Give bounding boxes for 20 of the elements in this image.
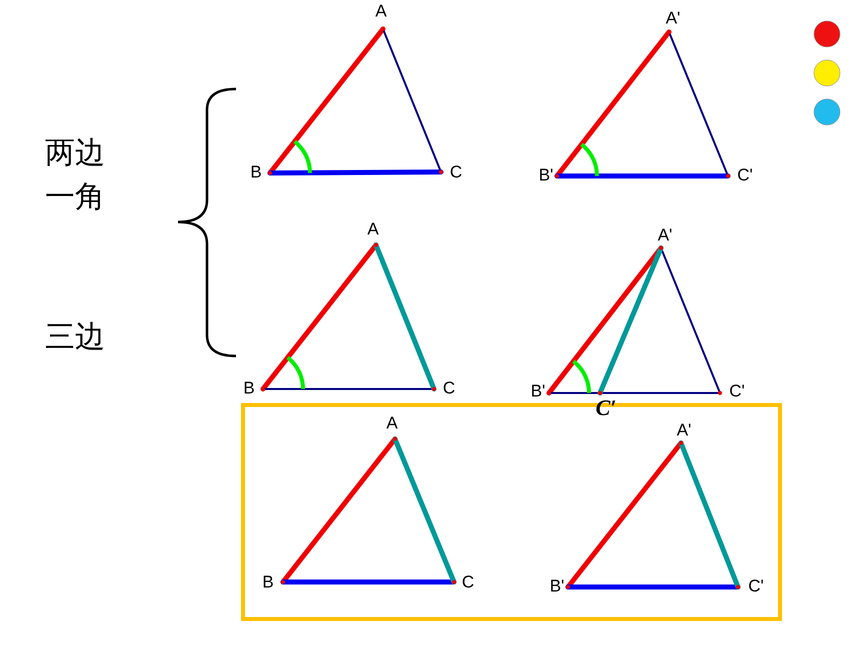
vertex-label: B [250,164,262,180]
vertex-label: C [450,164,462,180]
vertex-label: B [262,574,274,590]
vertex-label: B' [550,578,564,594]
vertex-label: A' [658,226,672,244]
vertex-label: B' [538,166,554,184]
vertex-label: A [386,414,398,432]
vertex-label: A' [666,10,680,26]
side-note: 三边 [44,318,106,356]
vertex-label: C' [737,166,753,184]
vertex-label: B [243,380,255,396]
side-note: 两边一角 [44,134,106,216]
vertex-label: C' [729,382,745,400]
vertex-label: C [462,574,474,590]
vertex-label: A' [676,422,692,438]
vertex-label: A [367,220,379,238]
vertex-label: B' [530,382,546,400]
vertex-label: A [375,2,387,20]
vertex-label: C' [748,578,764,594]
vertex-label: C [442,380,456,396]
